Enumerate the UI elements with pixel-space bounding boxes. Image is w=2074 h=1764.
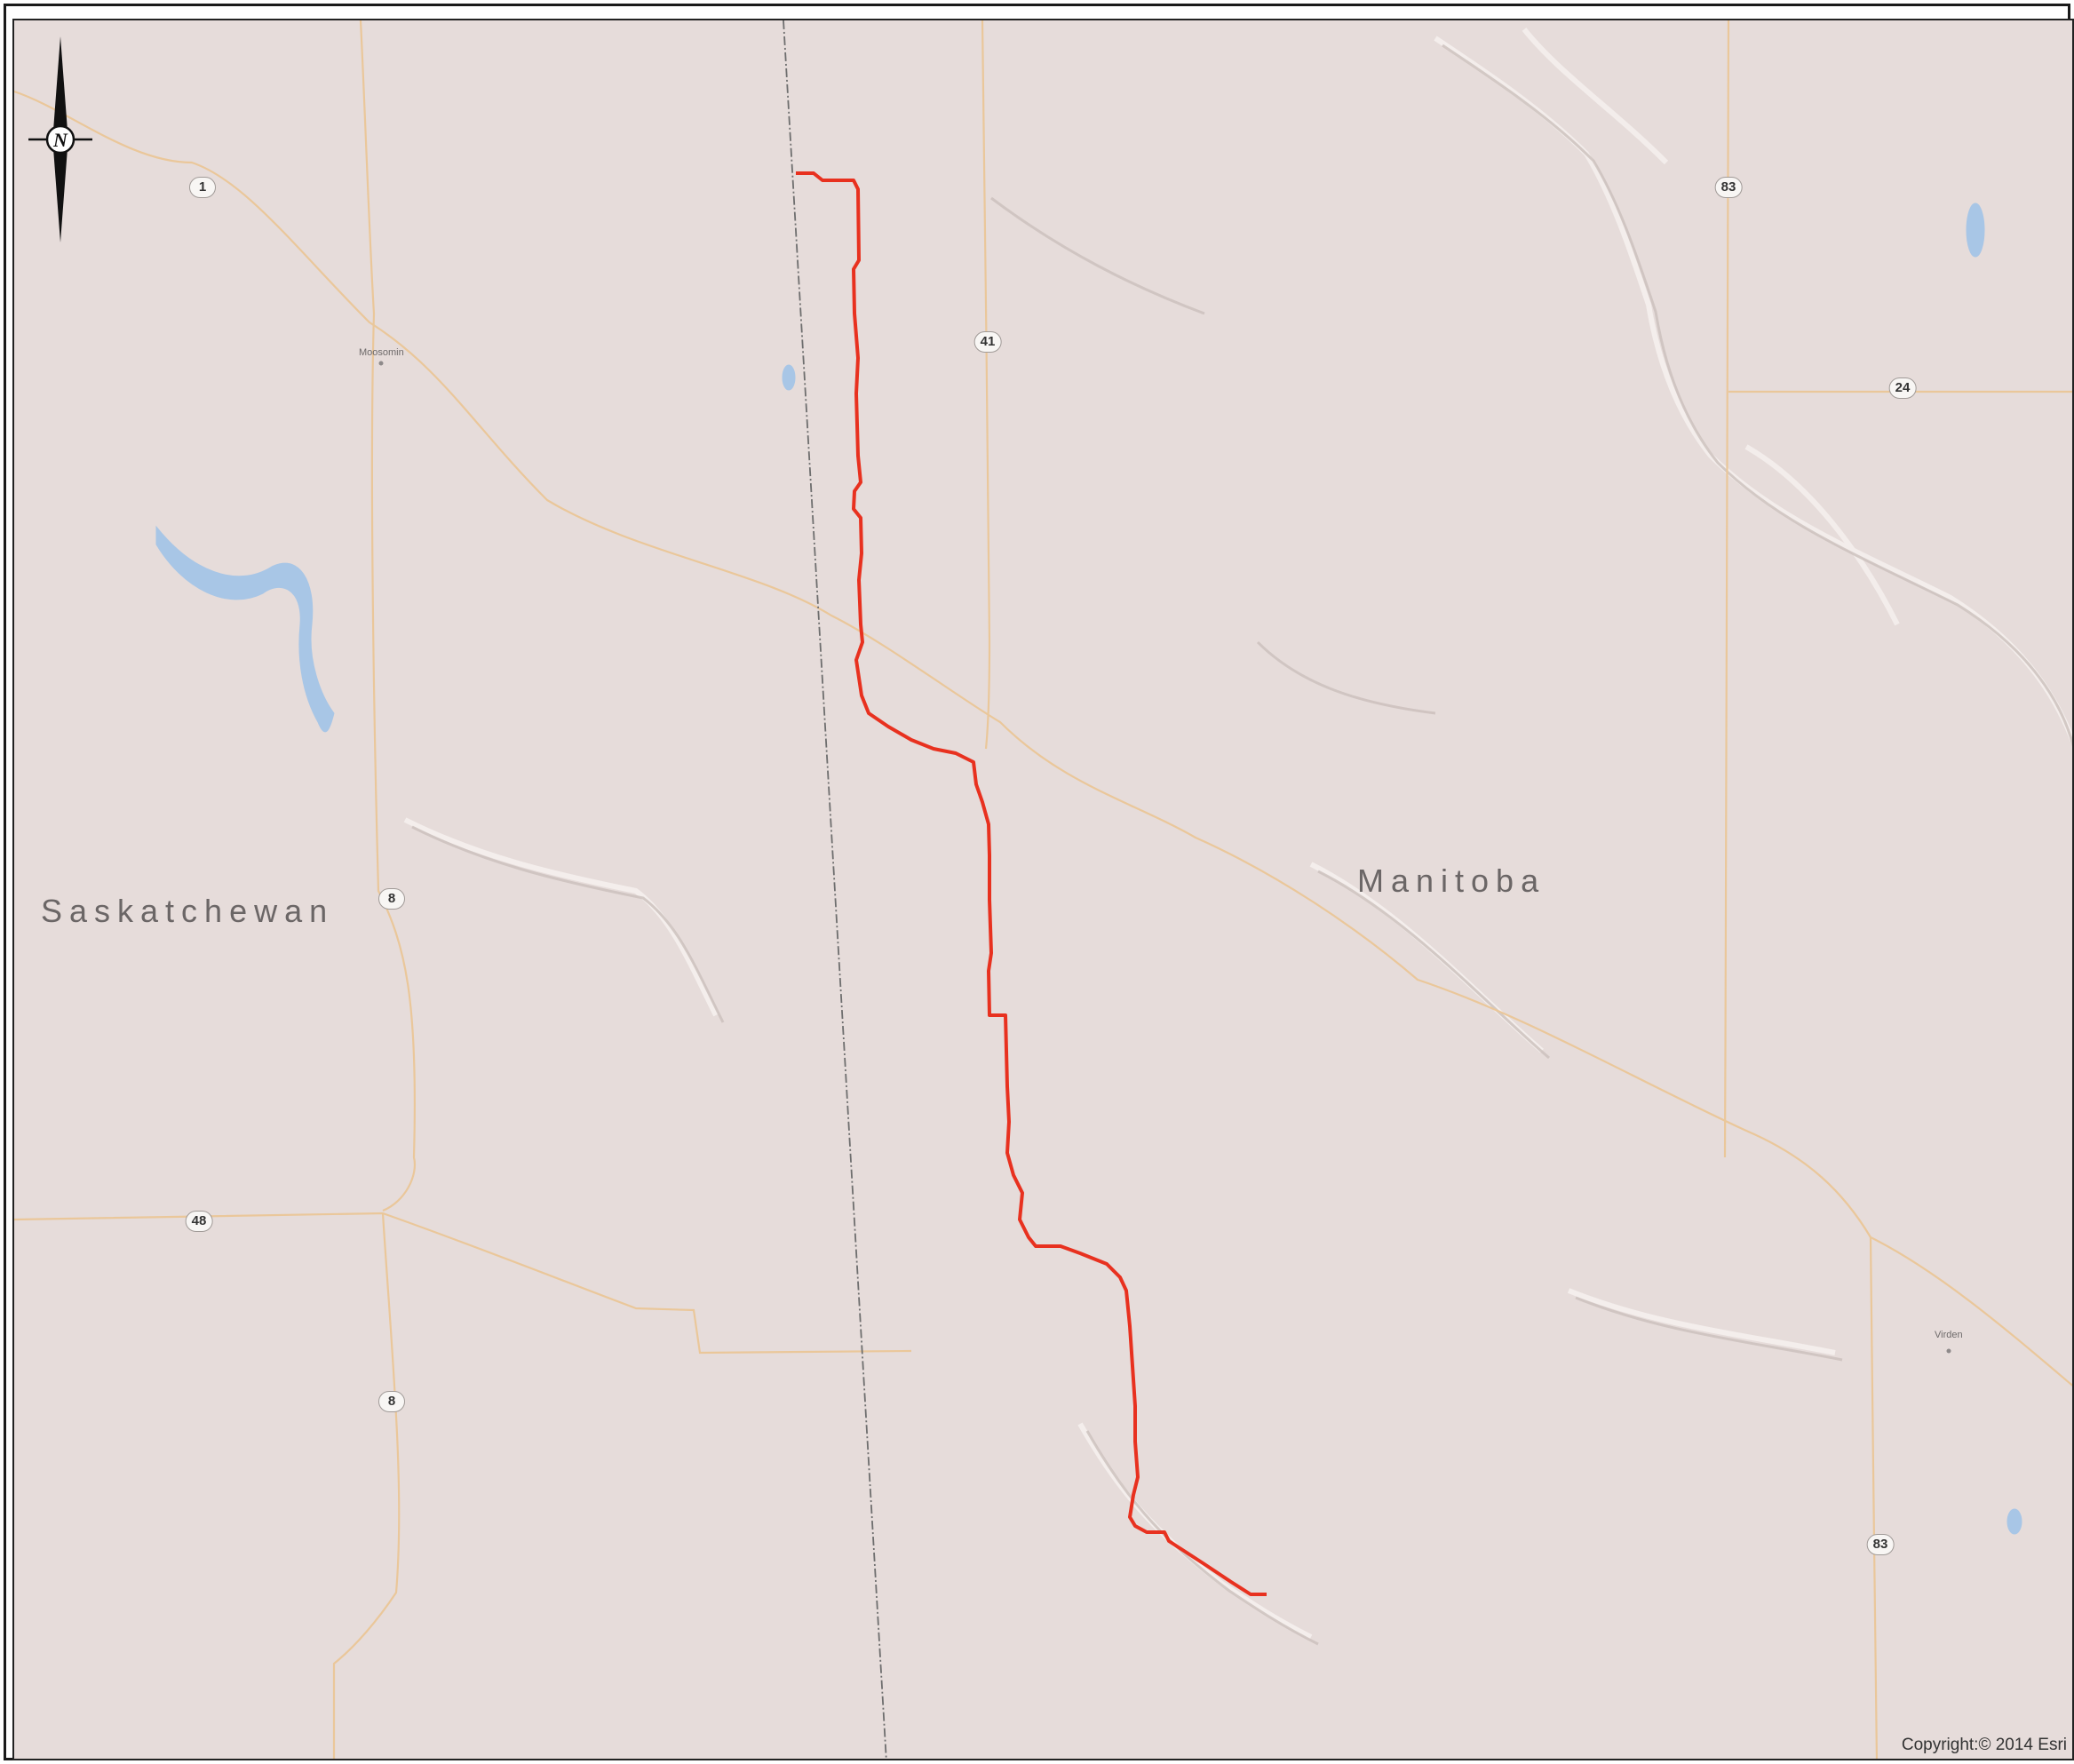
highway-shield-24: 24 (1888, 377, 1917, 399)
terrain-relief (403, 28, 2072, 1640)
terrain-shadow (411, 44, 2072, 1646)
highway-shield-41: 41 (973, 331, 1002, 353)
town-label-virden: Virden (1935, 1330, 1963, 1340)
provincial-border (783, 20, 887, 1759)
map-base-layer (14, 20, 2072, 1759)
copyright-text: Copyright:© 2014 Esri (1901, 1736, 2067, 1754)
town-marker-virden (1946, 1348, 1951, 1354)
highway-shield-83-south: 83 (1866, 1534, 1895, 1555)
water-features (155, 203, 2022, 1535)
highway-shield-1: 1 (189, 177, 216, 198)
highway-shield-8-north: 8 (378, 888, 405, 910)
map-canvas[interactable]: Saskatchewan Manitoba Moosomin Virden 1 … (12, 19, 2074, 1760)
highway-shield-8-south: 8 (378, 1391, 405, 1412)
route-line (796, 171, 1267, 1596)
town-marker-moosomin (378, 361, 384, 366)
highway-shield-48: 48 (185, 1211, 213, 1232)
north-arrow-icon: N (28, 36, 92, 242)
highway-shield-83-north: 83 (1714, 177, 1743, 198)
region-label-saskatchewan: Saskatchewan (41, 893, 335, 929)
town-label-moosomin: Moosomin (359, 347, 404, 358)
road-network (14, 20, 2072, 1759)
north-arrow-letter: N (52, 129, 68, 151)
region-label-manitoba: Manitoba (1357, 862, 1546, 899)
